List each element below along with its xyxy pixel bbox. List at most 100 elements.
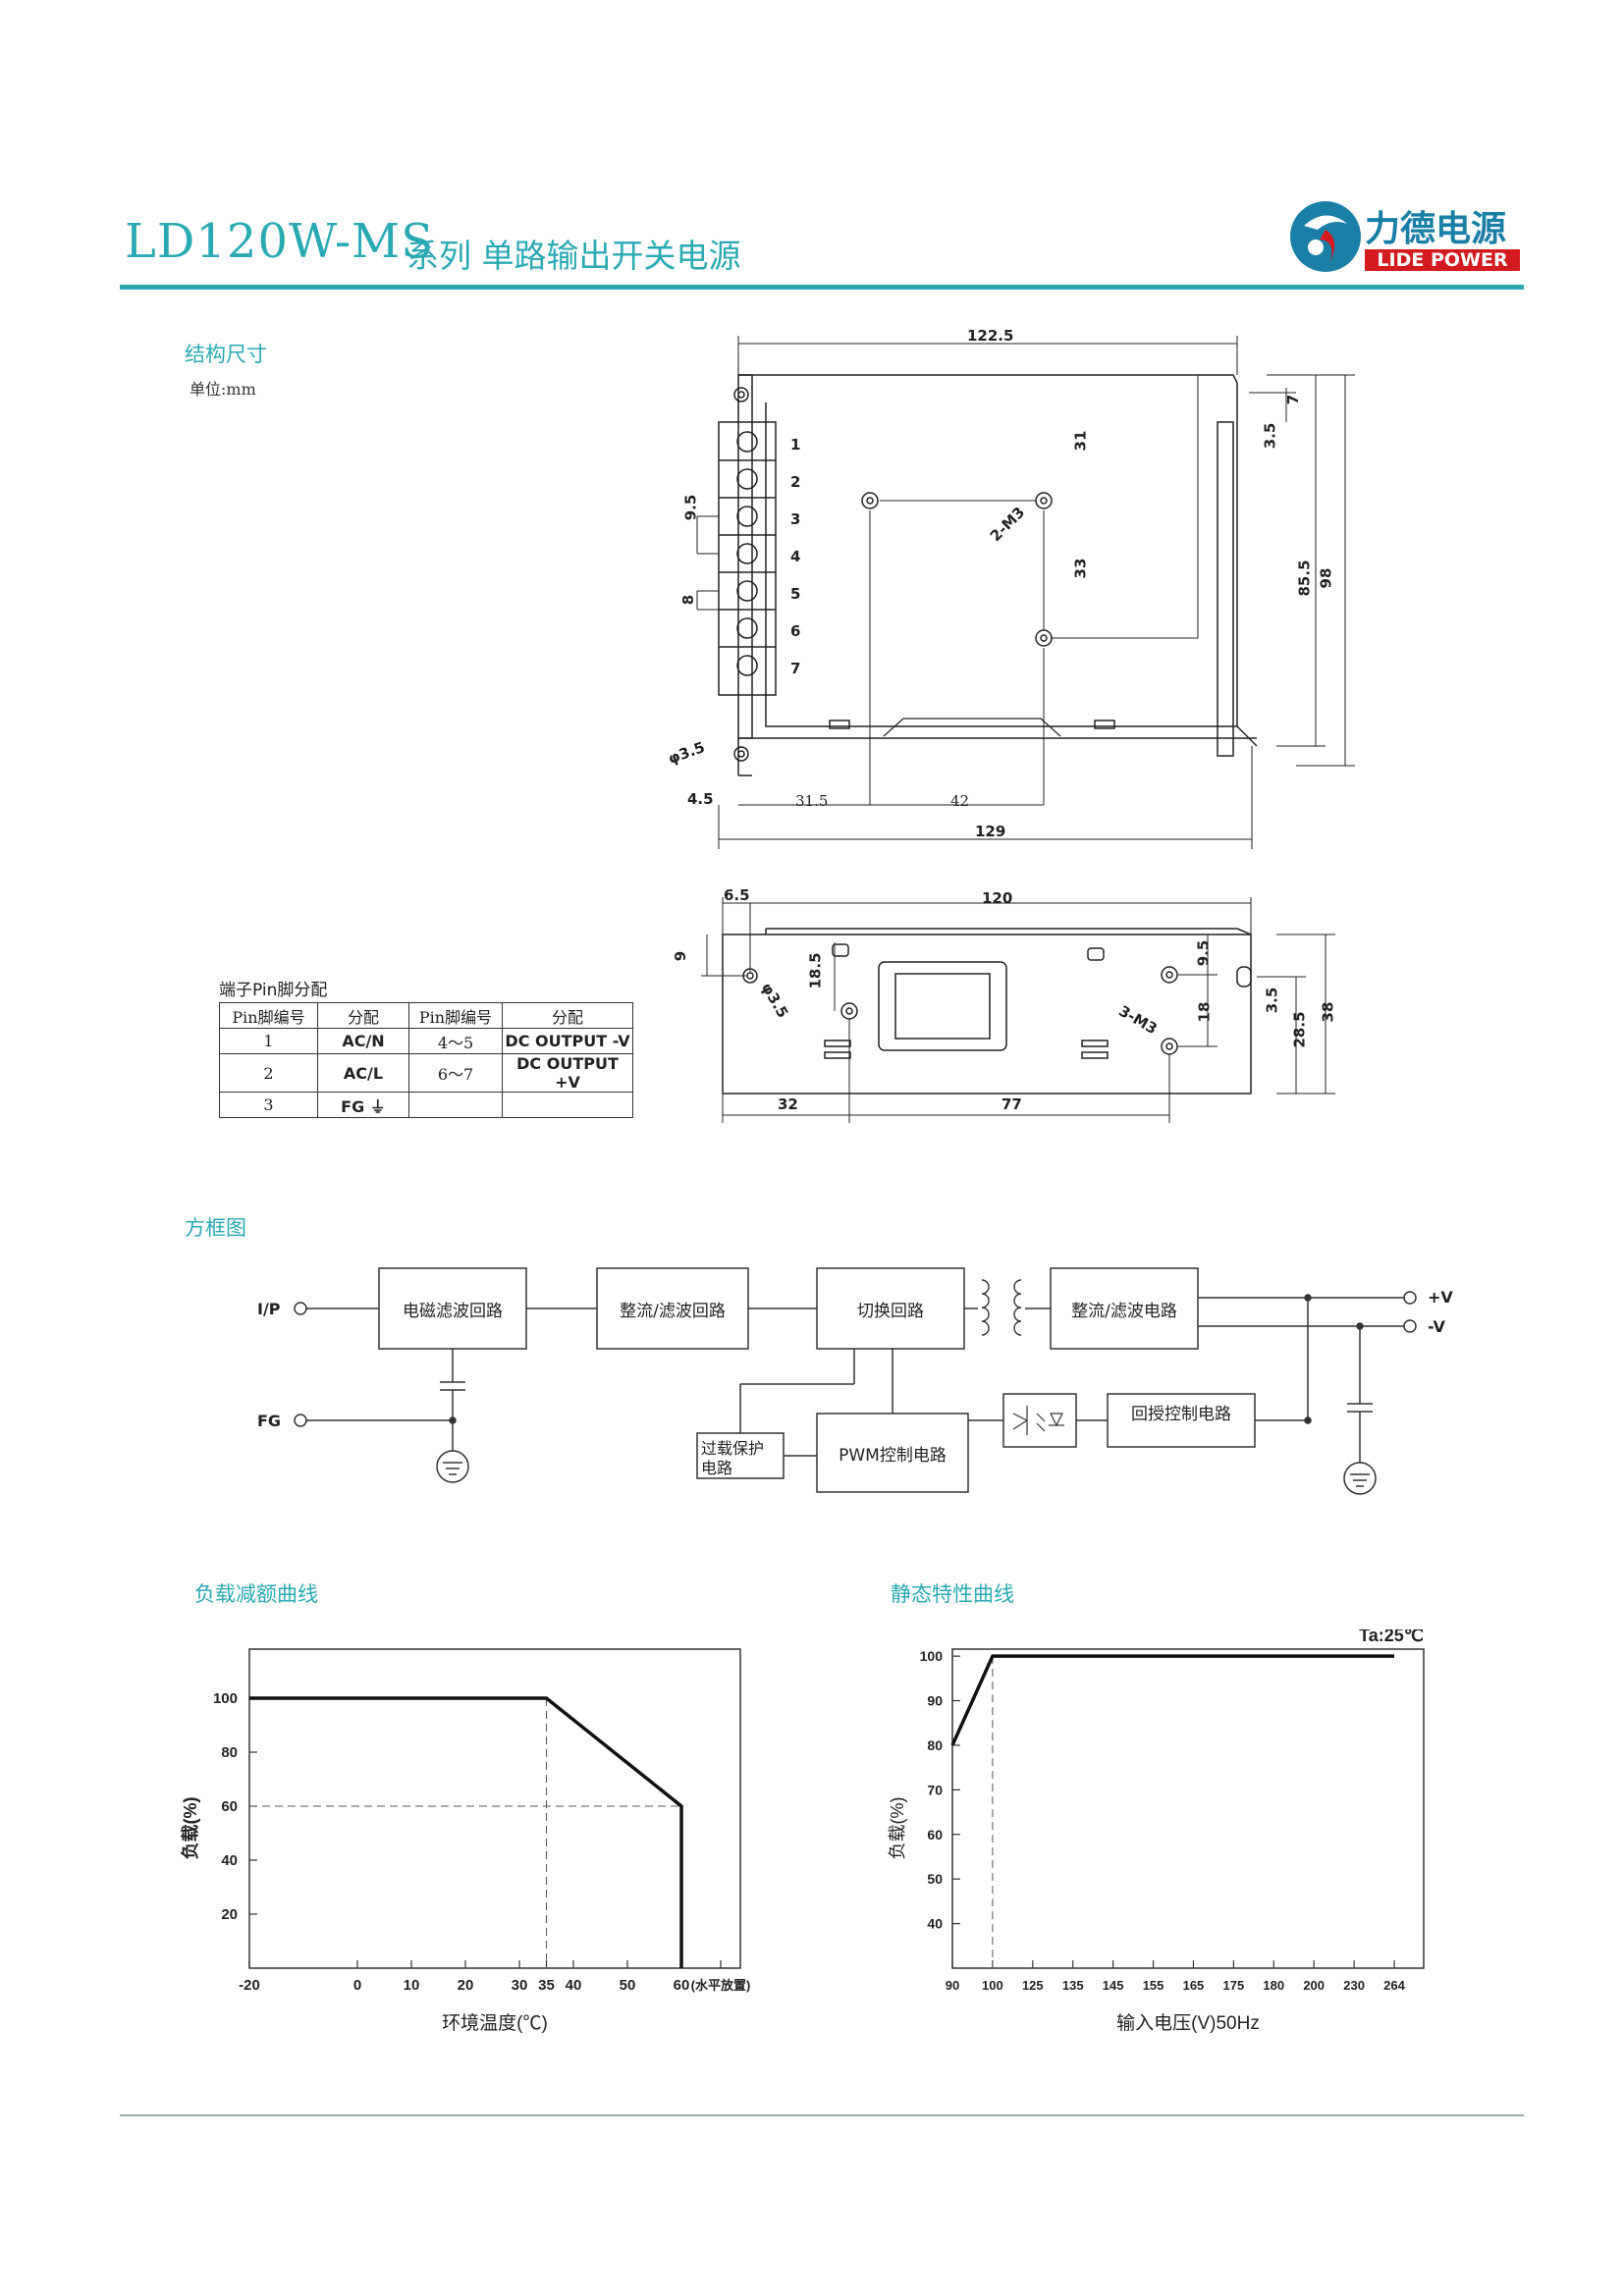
unit-label: 单位:mm bbox=[189, 380, 256, 399]
dim-33: 33 bbox=[1071, 558, 1090, 579]
side-dim-32: 32 bbox=[778, 1095, 798, 1113]
x-tick-label: 50 bbox=[620, 1977, 636, 1994]
pin-label-5: 5 bbox=[790, 585, 801, 603]
ground-icon bbox=[1343, 1462, 1377, 1495]
x-tick-label: 175 bbox=[1223, 1978, 1245, 1993]
series-title: LD120W-MS bbox=[125, 214, 435, 269]
logo-text-en: LIDE POWER bbox=[1365, 249, 1520, 271]
pin-label-1: 1 bbox=[790, 436, 801, 454]
x-tick-label: 0 bbox=[353, 1977, 361, 1994]
y-tick-label: 50 bbox=[927, 1871, 943, 1887]
table-header: Pin脚编号 bbox=[408, 1002, 503, 1029]
logo-text-cn: 力德电源 bbox=[1365, 209, 1507, 249]
block-overload-label-1: 过载保护 bbox=[701, 1439, 765, 1458]
input-ip-label: I/P bbox=[257, 1300, 281, 1318]
dim-8: 8 bbox=[679, 594, 698, 606]
pin-table-caption: 端子Pin脚分配 bbox=[219, 981, 328, 1000]
side-dim-77: 77 bbox=[1001, 1095, 1022, 1113]
side-dim-18: 18 bbox=[1195, 1001, 1214, 1023]
side-dim-9-5: 9.5 bbox=[1194, 939, 1213, 967]
x-tick-label: -20 bbox=[239, 1977, 260, 1994]
y-tick-label: 20 bbox=[221, 1906, 238, 1923]
x-tick-label: 10 bbox=[404, 1977, 420, 1994]
static-chart-title: 静态特性曲线 bbox=[891, 1582, 1014, 1606]
series-subtitle: 系列 单路输出开关电源 bbox=[406, 237, 741, 275]
pin-label-3: 3 bbox=[790, 510, 801, 528]
y-tick-label: 70 bbox=[927, 1782, 943, 1797]
x-tick-label: 40 bbox=[566, 1977, 582, 1994]
x-tick-label: 145 bbox=[1103, 1978, 1124, 1993]
y-tick-label: 80 bbox=[221, 1744, 238, 1761]
table-header: 分配 bbox=[502, 1002, 633, 1029]
plot-area bbox=[951, 1648, 1425, 1969]
x-axis-label: 环境温度(℃) bbox=[442, 2012, 548, 2034]
dim-129: 129 bbox=[975, 823, 1006, 840]
x-tick-label: 125 bbox=[1022, 1978, 1044, 1993]
plot-area bbox=[248, 1648, 741, 1969]
ground-icon bbox=[436, 1450, 469, 1483]
y-tick-label: 40 bbox=[927, 1916, 943, 1932]
structure-title: 结构尺寸 bbox=[185, 343, 267, 366]
top-view-drawing bbox=[696, 336, 1355, 849]
dim-31-5: 31.5 bbox=[795, 792, 829, 810]
dim-122-5: 122.5 bbox=[967, 327, 1014, 345]
block-emi-label: 电磁滤波回路 bbox=[403, 1302, 503, 1321]
transformer-icon bbox=[981, 1279, 1022, 1336]
dim-4-5: 4.5 bbox=[687, 790, 714, 808]
table-cell bbox=[502, 1092, 633, 1118]
table-cell: 2 bbox=[219, 1053, 318, 1093]
x-axis-label: 输入电压(V)50Hz bbox=[1116, 2012, 1260, 2034]
terminal-screws bbox=[736, 431, 758, 676]
x-tick-label: 200 bbox=[1303, 1978, 1325, 1993]
table-header: Pin脚编号 bbox=[219, 1002, 318, 1029]
pin-assignment-table: Pin脚编号 分配 Pin脚编号 分配 1 AC/N 4～5 DC OUTPUT… bbox=[219, 1002, 633, 1118]
side-dim-38: 38 bbox=[1319, 1001, 1337, 1023]
y-axis-label: 负载(%) bbox=[888, 1797, 907, 1860]
pin-label-6: 6 bbox=[790, 622, 801, 640]
x-tick-label: 30 bbox=[512, 1977, 528, 1994]
table-cell: FG ⏚ bbox=[317, 1092, 409, 1118]
side-dim-28-5: 28.5 bbox=[1290, 1011, 1309, 1048]
block-feedback-label: 回授控制电路 bbox=[1131, 1405, 1231, 1424]
output-pos-label: +V bbox=[1428, 1288, 1453, 1307]
table-cell: AC/L bbox=[317, 1053, 409, 1093]
block-pwm-label: PWM控制电路 bbox=[839, 1446, 947, 1466]
x-tick-label: 90 bbox=[946, 1978, 959, 1993]
table-header: 分配 bbox=[317, 1002, 409, 1029]
dim-3-5: 3.5 bbox=[1261, 422, 1279, 450]
y-tick-label: 60 bbox=[221, 1798, 238, 1815]
chart-annotation: Ta:25℃ bbox=[1359, 1629, 1424, 1645]
dim-31: 31 bbox=[1071, 430, 1090, 452]
table-cell: DC OUTPUT -V bbox=[502, 1028, 633, 1054]
side-dim-120: 120 bbox=[982, 889, 1013, 907]
block-rect1-label: 整流/滤波回路 bbox=[620, 1302, 726, 1321]
x-tick-label: 60 bbox=[674, 1977, 690, 1994]
table-cell bbox=[408, 1092, 503, 1118]
series-line bbox=[249, 1696, 683, 1968]
table-cell: DC OUTPUT +V bbox=[502, 1053, 633, 1093]
x-tick-label: 180 bbox=[1263, 1978, 1284, 1993]
table-cell: 6～7 bbox=[408, 1053, 503, 1093]
x-tick-label: 165 bbox=[1183, 1978, 1205, 1993]
x-tick-label: 230 bbox=[1343, 1978, 1365, 1993]
table-cell: 1 bbox=[219, 1028, 318, 1054]
lide-logo-icon bbox=[1290, 201, 1361, 272]
dim-98: 98 bbox=[1317, 567, 1335, 589]
side-dim-18-5: 18.5 bbox=[806, 952, 825, 989]
block-diagram-title: 方框图 bbox=[185, 1216, 246, 1240]
table-cell: AC/N bbox=[317, 1028, 409, 1054]
x-tick-label: 264 bbox=[1383, 1978, 1405, 1993]
table-row: 1 AC/N 4～5 DC OUTPUT -V bbox=[219, 1028, 633, 1054]
dim-42: 42 bbox=[950, 792, 970, 810]
x-tick-label: 35 bbox=[538, 1977, 555, 1994]
table-cell: 4～5 bbox=[408, 1028, 503, 1054]
block-overload-label-2: 电路 bbox=[701, 1459, 733, 1477]
block-switch-label: 切换回路 bbox=[857, 1302, 924, 1321]
pin-label-7: 7 bbox=[790, 660, 801, 677]
derating-chart-title: 负载减额曲线 bbox=[194, 1582, 318, 1606]
side-dim-6-5: 6.5 bbox=[724, 886, 750, 904]
series-line bbox=[950, 1654, 1394, 1746]
table-row: 3 FG ⏚ bbox=[219, 1092, 633, 1118]
